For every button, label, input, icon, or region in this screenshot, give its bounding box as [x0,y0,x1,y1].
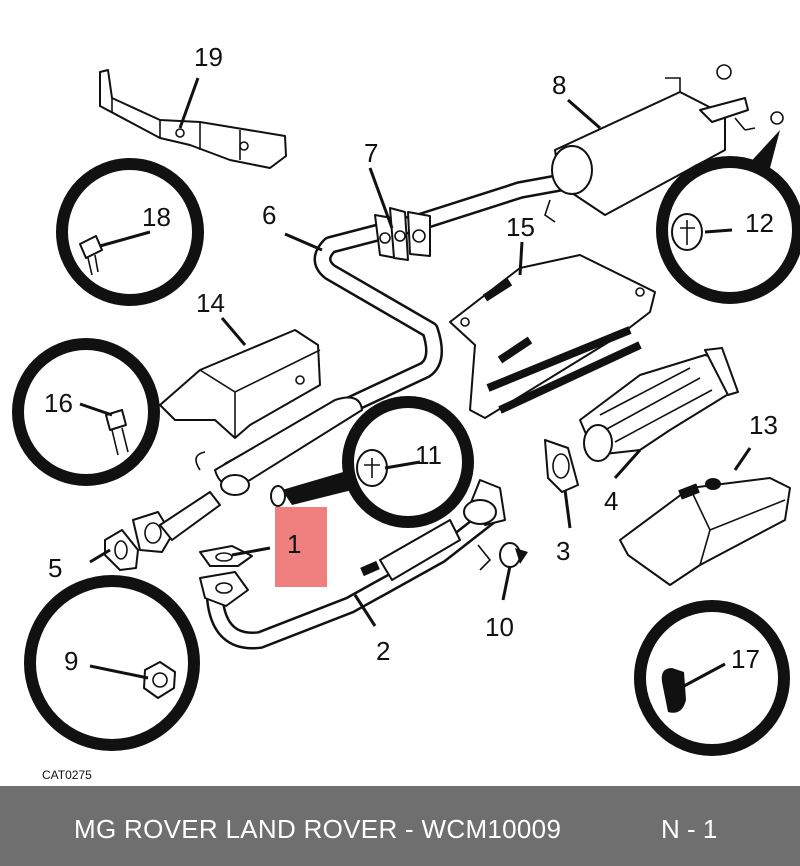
part-13-heat-shield[interactable] [619,477,791,586]
callout-18: 18 [142,202,171,232]
callout-3: 3 [556,536,570,566]
callout-11: 11 [415,440,442,470]
detail-ring-17 [634,600,790,756]
callout-6: 6 [262,200,276,230]
highlight-box-part-1 [275,507,327,587]
detail-ring-16 [12,338,160,486]
callout-16: 16 [44,388,73,418]
callout-14: 14 [196,288,225,318]
detail-ring-12 [656,130,800,304]
part-5-gasket[interactable] [104,529,139,571]
callout-17: 17 [731,644,760,674]
part-2-front-pipe[interactable] [199,479,506,650]
leader-lines [79,77,752,688]
part-15-heat-shield[interactable] [449,254,656,419]
callout-4: 4 [604,486,618,516]
detail-ring-11 [270,396,474,528]
part-19-bracket[interactable] [99,69,287,169]
footer-bar: MG ROVER LAND ROVER - WCM10009 N - 1 [0,786,800,866]
part-6-intermediate-pipe[interactable] [195,171,584,496]
part-7-flange[interactable] [374,207,431,261]
callout-10: 10 [485,612,514,642]
callout-8: 8 [552,70,566,100]
part-1-gasket[interactable] [199,545,253,567]
callout-19: 19 [194,42,223,72]
callout-15: 15 [506,212,535,242]
callout-7: 7 [364,138,378,168]
callout-12: 12 [745,208,774,238]
exhaust-system-diagram: 19 7 8 6 15 18 12 14 16 13 11 4 1 3 5 10… [12,42,800,782]
part-10-rubber-mount[interactable] [499,542,528,568]
part-3-gasket[interactable] [544,439,579,493]
detail-ring-18 [56,158,204,306]
part-8-rear-silencer[interactable] [544,64,784,223]
catalog-code: CAT0275 [42,768,92,782]
callout-5: 5 [48,553,62,583]
callout-9: 9 [64,646,78,676]
callout-2: 2 [376,636,390,666]
footer-page-number: N - 1 [661,814,718,844]
callout-1: 1 [287,529,301,559]
part-14-heat-shield[interactable] [159,329,321,439]
footer-title: MG ROVER LAND ROVER - WCM10009 [74,814,562,844]
detail-ring-9 [24,575,200,751]
part-4-catalytic-converter[interactable] [579,347,739,462]
callout-13: 13 [749,410,778,440]
flange-left [132,491,221,553]
